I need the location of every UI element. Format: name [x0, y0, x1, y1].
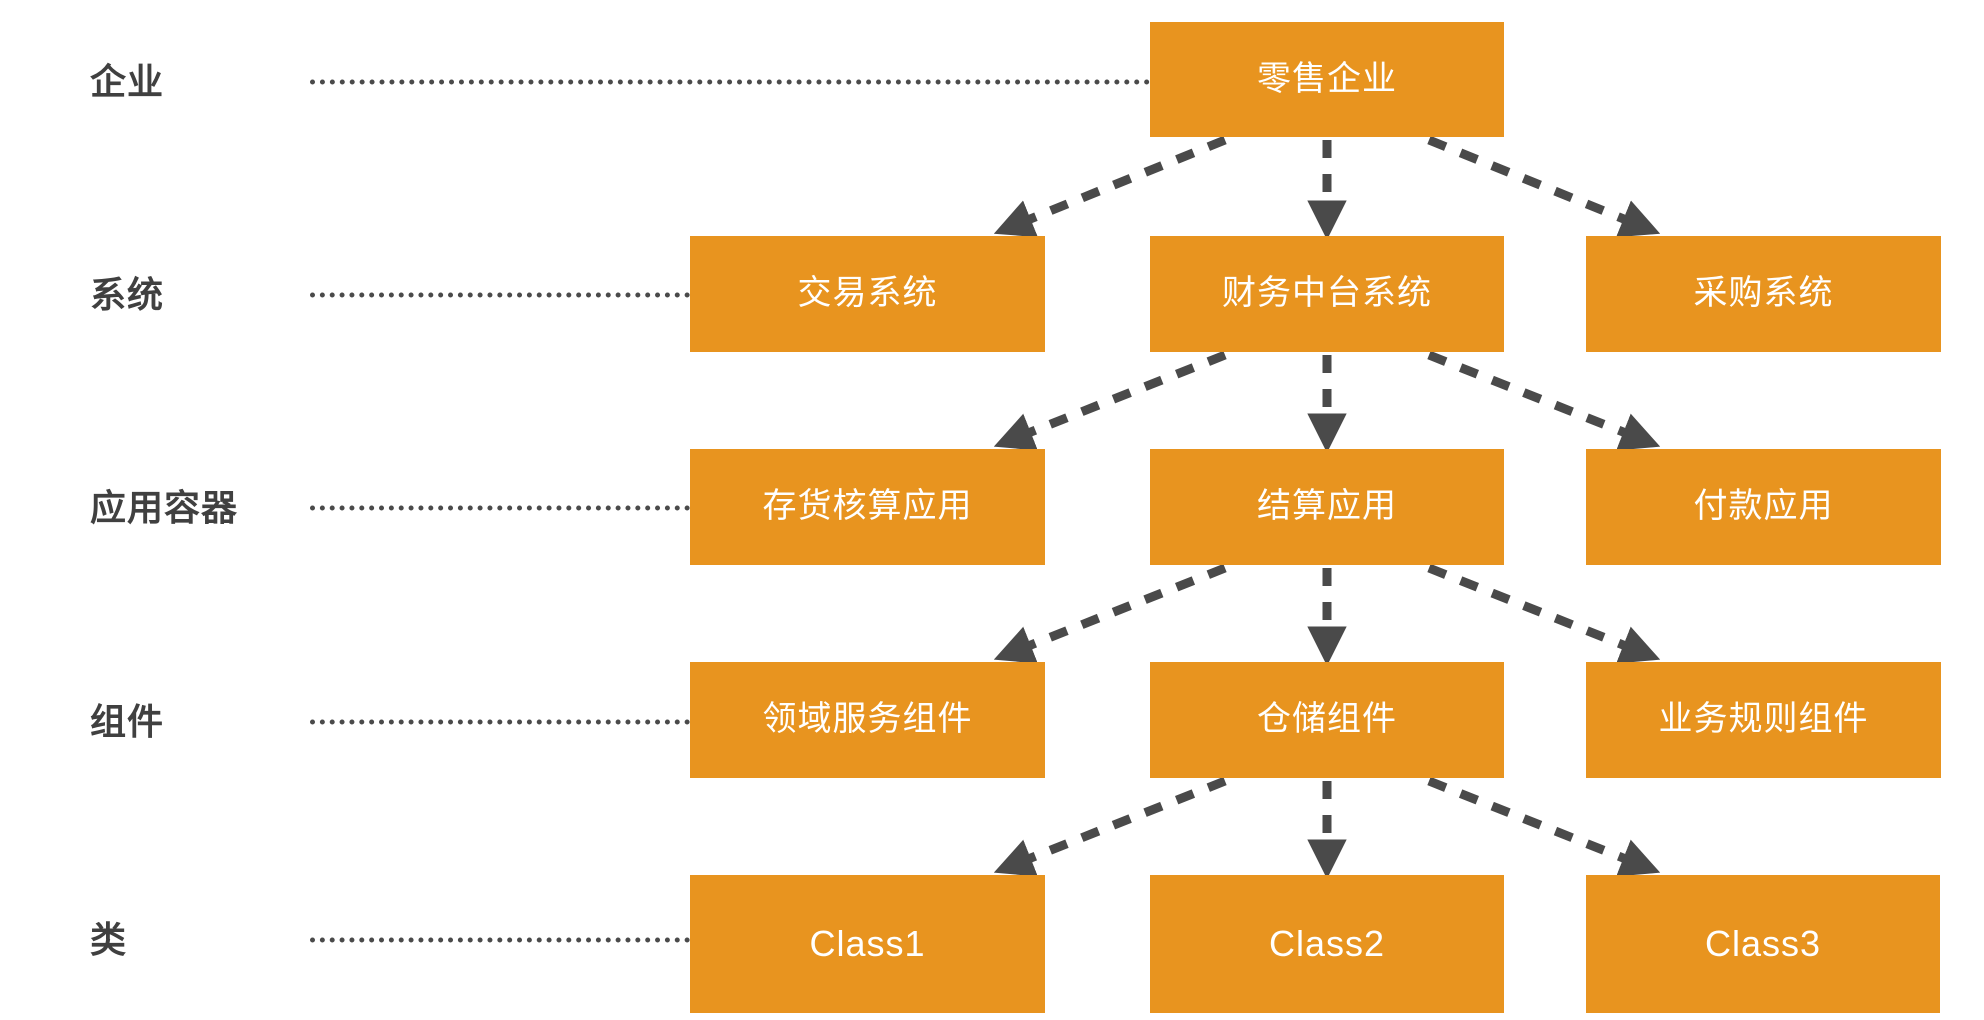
node-仓储组件[interactable]: 仓储组件	[1150, 662, 1504, 778]
node-class2[interactable]: Class2	[1150, 875, 1504, 1013]
leader-line-企业	[310, 79, 1150, 85]
row-label-应用容器: 应用容器	[90, 487, 239, 528]
leader-line-系统	[310, 292, 690, 298]
arrow-仓储组件-to-class3	[1427, 776, 1661, 877]
node-存货核算应用[interactable]: 存货核算应用	[690, 449, 1045, 565]
node-采购系统[interactable]: 采购系统	[1586, 236, 1941, 352]
arrow-结算应用-to-领域服务组件	[993, 563, 1227, 664]
node-财务中台系统[interactable]: 财务中台系统	[1150, 236, 1504, 352]
node-付款应用[interactable]: 付款应用	[1586, 449, 1941, 565]
leader-line-类	[310, 937, 690, 943]
node-零售企业[interactable]: 零售企业	[1150, 22, 1504, 137]
node-业务规则组件[interactable]: 业务规则组件	[1586, 662, 1941, 778]
row-label-企业: 企业	[90, 61, 165, 102]
row-label-类: 类	[90, 919, 128, 960]
leader-line-组件	[310, 719, 690, 725]
arrow-结算应用-to-业务规则组件	[1427, 563, 1661, 664]
row-label-系统: 系统	[90, 274, 165, 315]
node-class3[interactable]: Class3	[1586, 875, 1940, 1013]
arrow-零售企业-to-采购系统	[1427, 135, 1661, 238]
arrow-财务中台系统-to-付款应用	[1427, 350, 1661, 451]
node-交易系统[interactable]: 交易系统	[690, 236, 1045, 352]
node-class1[interactable]: Class1	[690, 875, 1045, 1013]
arrow-财务中台系统-to-存货核算应用	[993, 350, 1227, 451]
arrow-仓储组件-to-class1	[993, 776, 1227, 877]
arrow-零售企业-to-交易系统	[993, 135, 1227, 238]
node-结算应用[interactable]: 结算应用	[1150, 449, 1504, 565]
row-label-组件: 组件	[90, 701, 165, 742]
node-领域服务组件[interactable]: 领域服务组件	[690, 662, 1045, 778]
leader-line-应用容器	[310, 505, 690, 511]
